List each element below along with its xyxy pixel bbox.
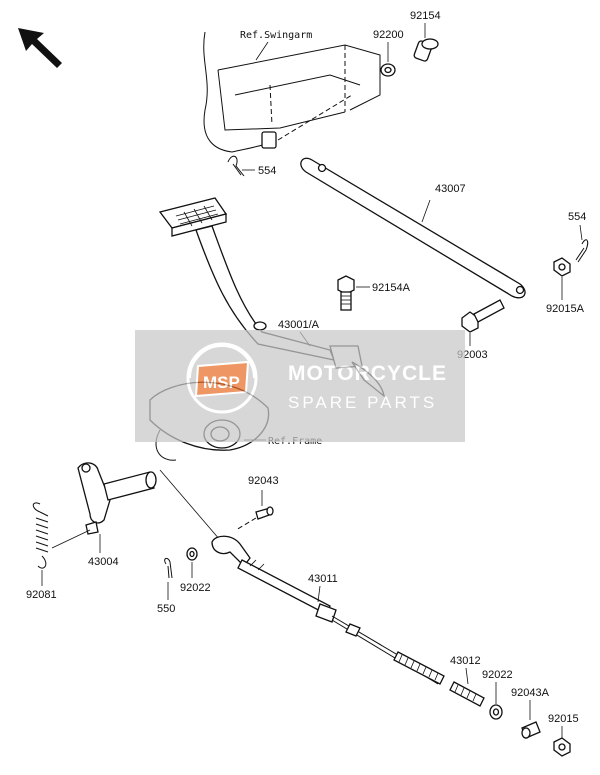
nut-92015A <box>553 257 571 277</box>
part-label-92015A: 92015A <box>546 303 585 315</box>
bolt-92154A <box>337 275 355 311</box>
part-label-92015: 92015 <box>548 713 579 725</box>
part-label-554-right: 554 <box>568 211 586 223</box>
part-label-554-left: 554 <box>258 165 276 177</box>
cotter-pin-554-right <box>575 239 589 263</box>
part-label-92081: 92081 <box>26 589 57 601</box>
washer-92200 <box>380 63 396 77</box>
part-label-550: 550 <box>157 603 175 615</box>
part-label-92154: 92154 <box>410 10 441 22</box>
part-label-92022-left: 92022 <box>180 582 211 594</box>
part-label-43004: 43004 <box>88 556 119 568</box>
threaded-rod-43012 <box>393 651 485 707</box>
watermark-logo-text: MSP <box>203 373 240 392</box>
pin-92043A <box>521 721 541 739</box>
watermark-logo-icon: MSP <box>186 342 258 414</box>
watermark-line2: SPARE PARTS <box>288 393 437 412</box>
bolt-92154 <box>413 38 439 62</box>
nut-92015 <box>553 737 571 757</box>
part-label-92043: 92043 <box>248 475 279 487</box>
bolt-92003 <box>461 299 505 333</box>
watermark: MSP MOTORCYCLE SPARE PARTS <box>135 330 465 442</box>
cotter-pin-554 <box>227 155 245 177</box>
part-label-43007: 43007 <box>435 183 466 195</box>
ref-swingarm-label: Ref.Swingarm <box>240 30 312 41</box>
part-label-92200: 92200 <box>373 29 404 41</box>
cotter-pin-550 <box>164 557 173 579</box>
brake-rod-43007 <box>300 157 526 299</box>
lever-43004 <box>77 462 157 535</box>
watermark-line1: MOTORCYCLE <box>288 362 447 385</box>
part-label-92154A: 92154A <box>372 282 411 294</box>
spring-92081 <box>32 502 49 569</box>
washer-92022-right <box>489 704 503 720</box>
washer-92022-left <box>186 547 198 561</box>
swingarm-outline <box>203 31 381 153</box>
part-label-43011: 43011 <box>308 573 338 585</box>
part-label-43012: 43012 <box>450 655 481 667</box>
front-direction-arrow-icon <box>18 28 62 68</box>
part-label-43001A: 43001/A <box>278 319 320 331</box>
pin-92043 <box>255 506 274 520</box>
part-label-92022-right: 92022 <box>482 669 513 681</box>
part-label-92043A: 92043A <box>511 687 550 699</box>
